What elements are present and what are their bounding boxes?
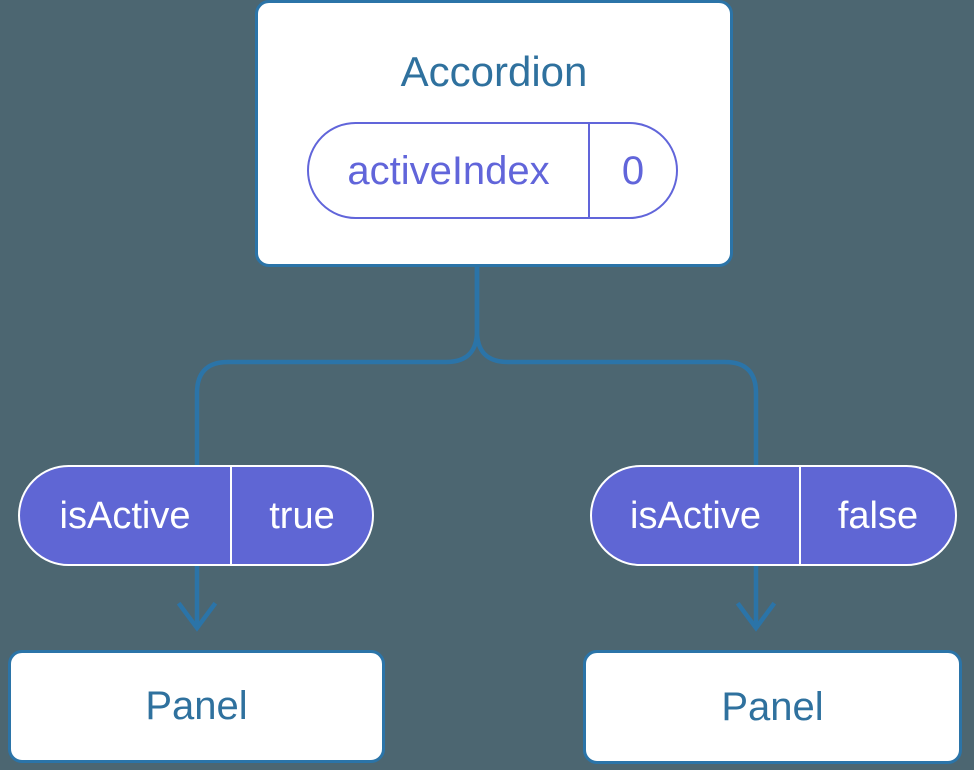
panel-title: Panel bbox=[721, 684, 824, 729]
isactive-prop-pill-right: isActive false bbox=[590, 465, 957, 566]
prop-value-label: false bbox=[837, 494, 919, 537]
isactive-prop-pill-left: isActive true bbox=[18, 465, 374, 566]
panel-card-right: Panel bbox=[583, 650, 962, 764]
arrow-down-icon bbox=[735, 601, 777, 632]
prop-value-label: true bbox=[269, 494, 335, 537]
accordion-card: Accordion activeIndex 0 bbox=[255, 0, 733, 267]
activeindex-state-pill: activeIndex 0 bbox=[307, 122, 678, 219]
connector-root-to-left-child bbox=[194, 266, 480, 624]
prop-name-label: isActive bbox=[592, 467, 801, 564]
connector-root-to-right-child bbox=[474, 266, 759, 624]
panel-title: Panel bbox=[145, 684, 248, 728]
arrow-down-icon bbox=[176, 601, 218, 632]
state-value-label: 0 bbox=[621, 148, 645, 193]
accordion-title: Accordion bbox=[400, 48, 588, 95]
panel-card-left: Panel bbox=[8, 650, 385, 763]
state-name-label: activeIndex bbox=[309, 124, 590, 217]
prop-name-label: isActive bbox=[20, 467, 232, 564]
